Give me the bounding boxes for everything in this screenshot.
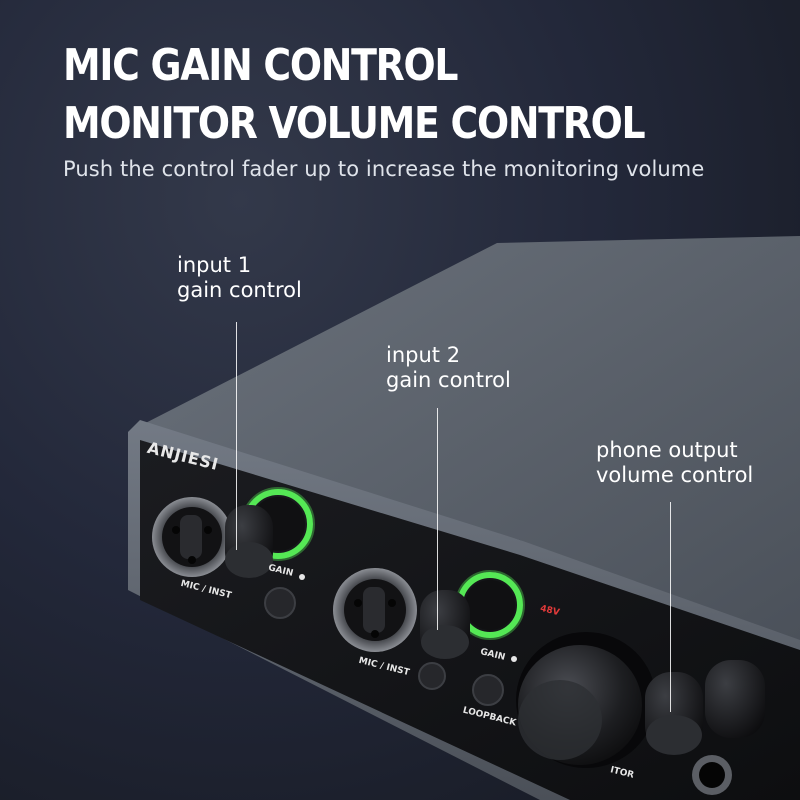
gain-knob-1 — [225, 487, 315, 578]
callout-input-1-line2: gain control — [177, 278, 302, 302]
callout-input-1: input 1 gain control — [177, 253, 302, 303]
headline-line-2: MONITOR VOLUME CONTROL — [63, 98, 646, 149]
callout-input-2-line1: input 2 — [386, 343, 461, 367]
xlr-combo-jack-1 — [152, 497, 232, 577]
leader-line-input-1 — [236, 322, 237, 550]
callout-input-2: input 2 gain control — [386, 343, 511, 393]
callout-input-2-line2: gain control — [386, 368, 511, 392]
gain-knob-2 — [420, 570, 525, 659]
callout-phone-output: phone output volume control — [596, 438, 753, 488]
callout-phone-output-line2: volume control — [596, 463, 754, 487]
phone-volume-knob — [645, 660, 765, 755]
subheading: Push the control fader up to increase th… — [63, 157, 705, 181]
device-top-surface — [128, 236, 800, 665]
monitor-volume-knob — [516, 632, 656, 768]
loopback-button — [472, 674, 504, 706]
inst-button-1 — [264, 587, 296, 619]
callout-phone-output-line1: phone output — [596, 438, 738, 462]
headline-line-1: MIC GAIN CONTROL — [63, 40, 458, 91]
headphone-jack — [692, 755, 732, 795]
inst-button-2 — [418, 662, 446, 690]
xlr-combo-jack-2 — [333, 568, 417, 652]
leader-line-phone-output — [670, 502, 671, 712]
callout-input-1-line1: input 1 — [177, 253, 252, 277]
leader-line-input-2 — [437, 408, 438, 630]
